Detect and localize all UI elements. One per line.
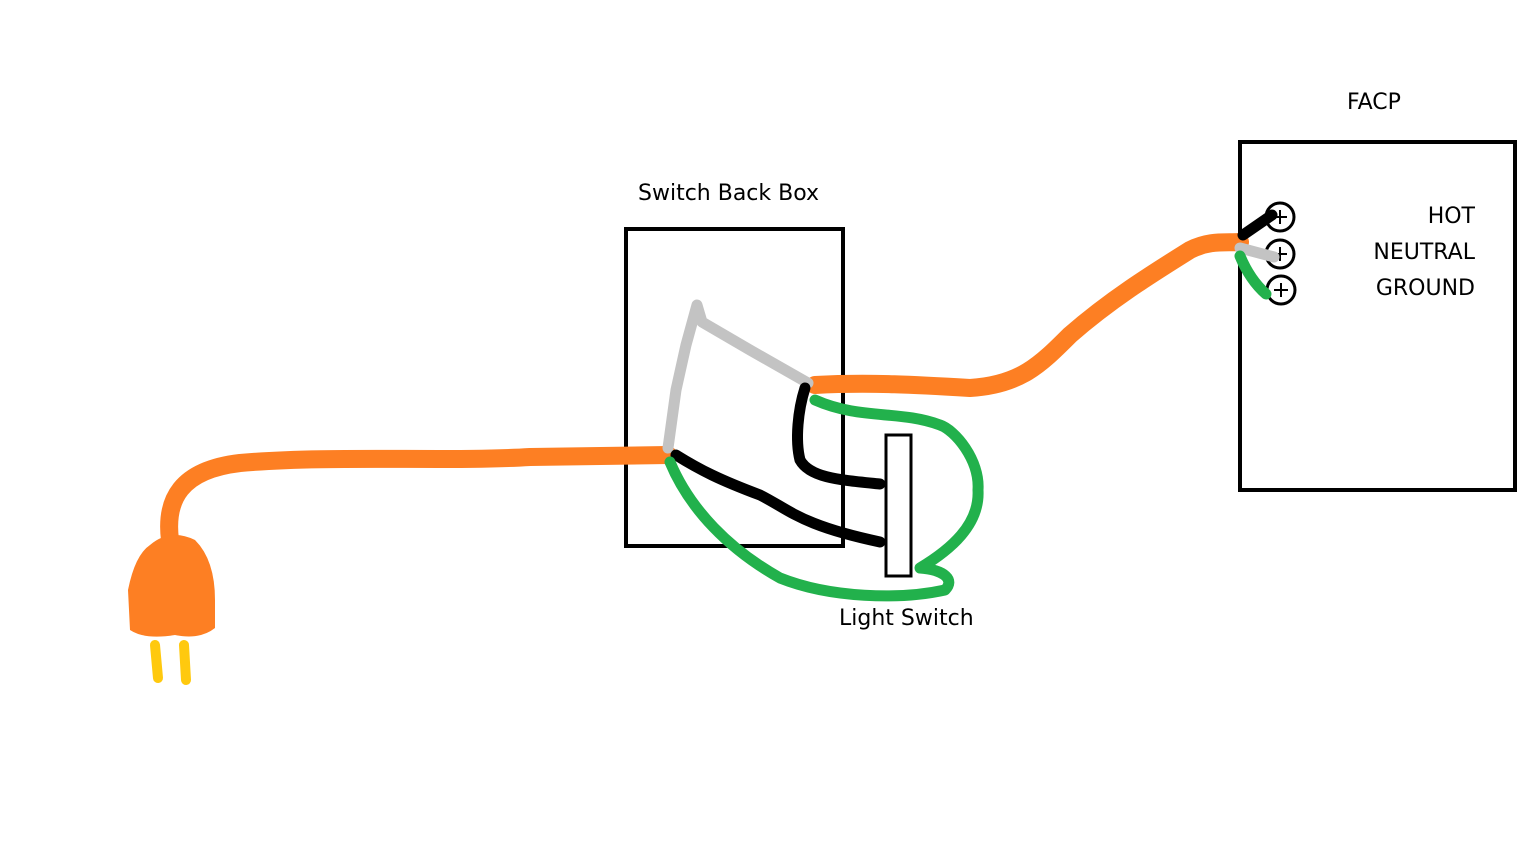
neutral-wire-facp (1234, 242, 1280, 263)
switch-back-box-label: Switch Back Box (638, 181, 820, 206)
terminal-ground (1265, 274, 1297, 306)
plug-prong (179, 640, 191, 685)
neutral-wire (662, 299, 814, 454)
ground-label: GROUND (1375, 276, 1475, 301)
ground-wire (664, 394, 984, 602)
facp-box (1238, 140, 1517, 492)
facp-label: FACP (1347, 90, 1401, 115)
neutral-label: NEUTRAL (1373, 240, 1475, 265)
ground-wire-facp (1234, 250, 1272, 300)
hot-wire-line (670, 449, 886, 548)
cord-left (160, 446, 677, 549)
plug-prong (150, 640, 163, 683)
plug-icon (128, 535, 215, 637)
cord-right (806, 233, 1249, 398)
light-switch-label: Light Switch (839, 606, 974, 631)
light-switch (884, 433, 913, 578)
hot-label: HOT (1427, 204, 1475, 229)
hot-wire-load (792, 382, 886, 490)
hot-wire-facp (1237, 209, 1278, 241)
